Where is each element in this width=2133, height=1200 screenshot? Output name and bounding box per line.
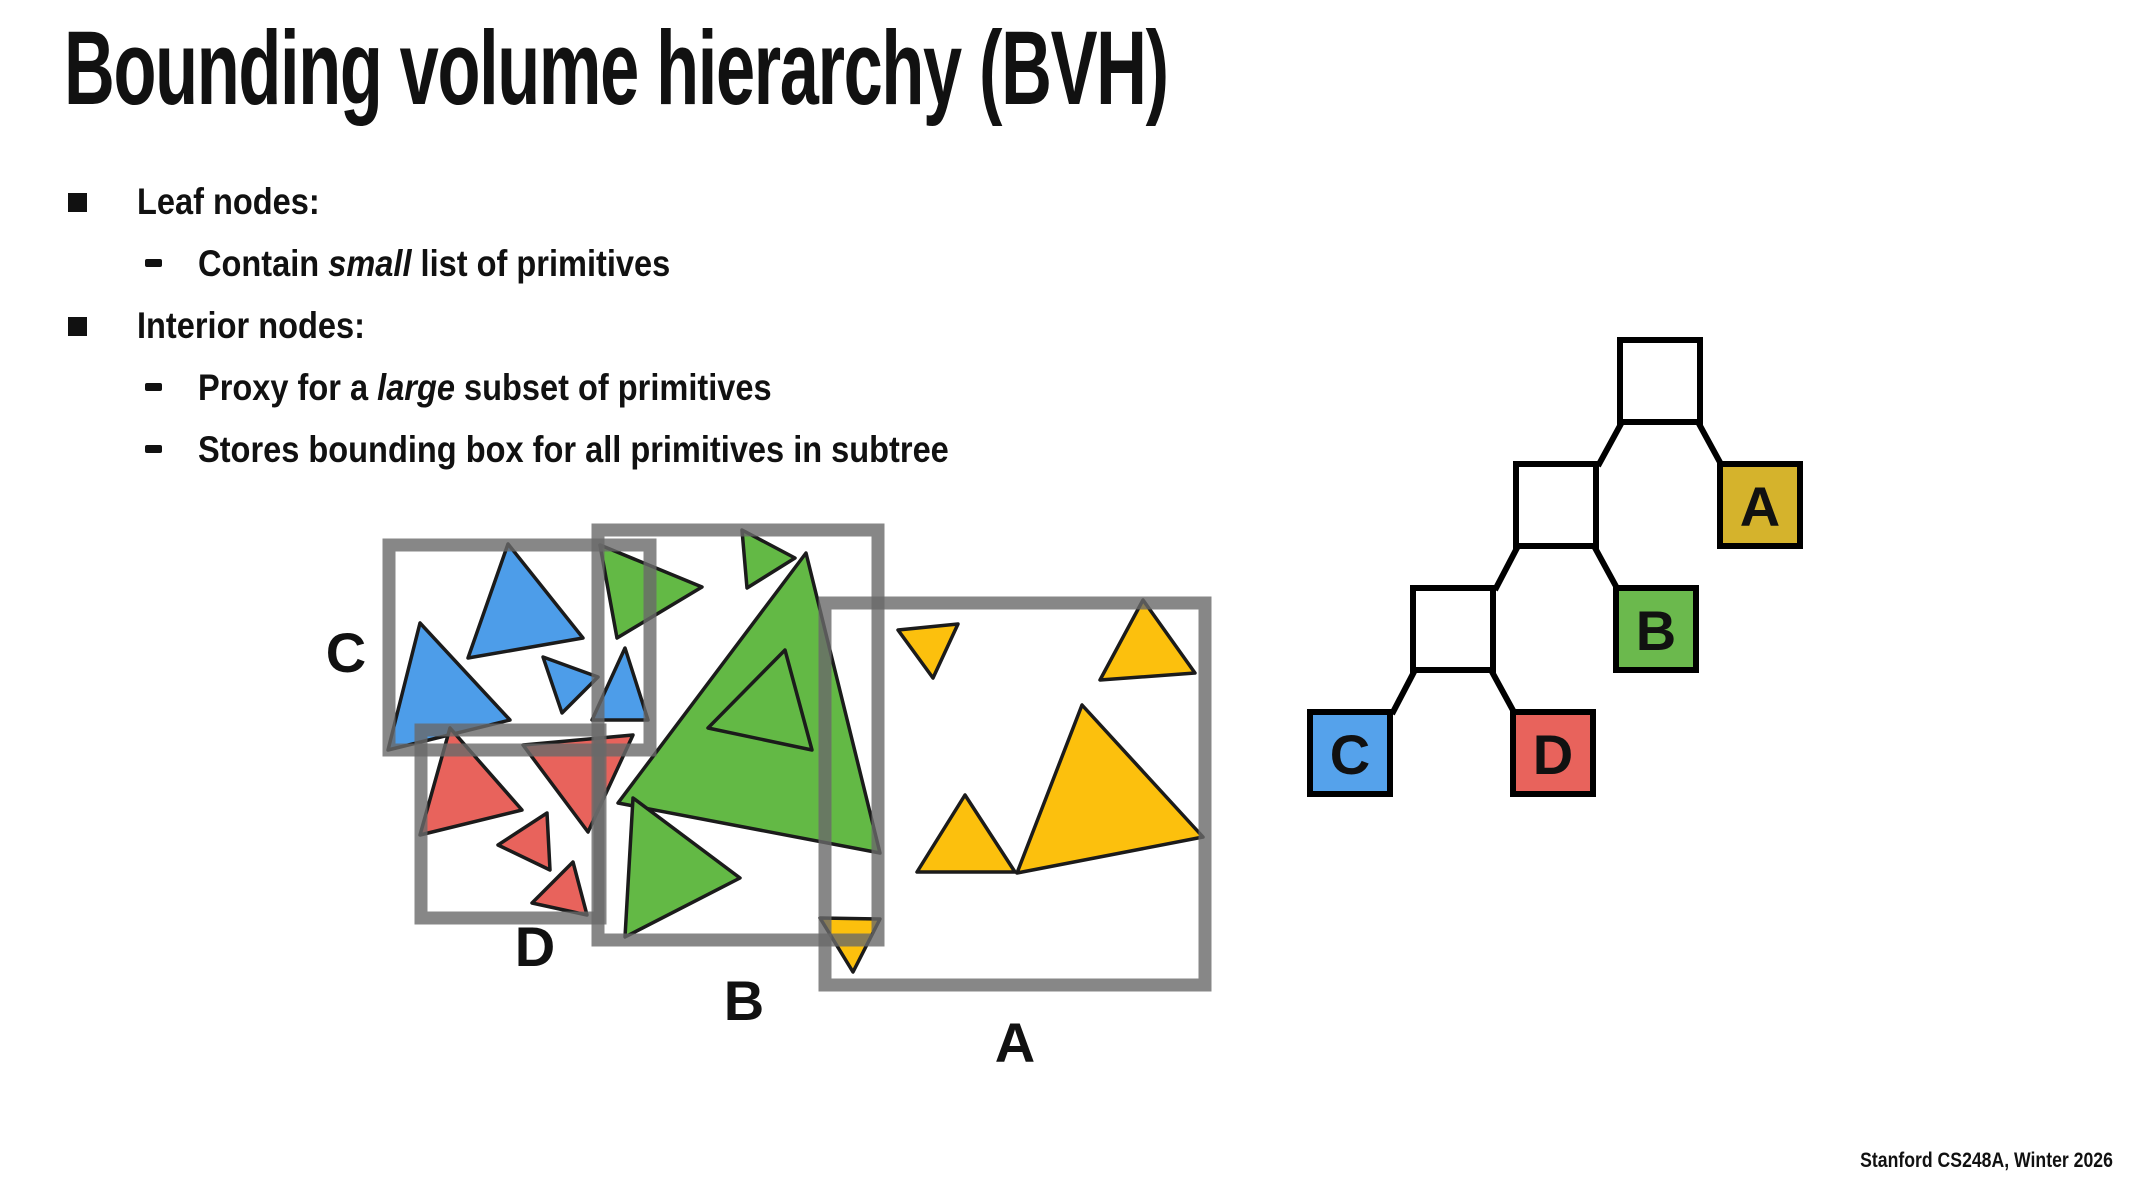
bullet-text: Proxy for a large subset of primitives — [198, 366, 772, 410]
tree-root-node — [1617, 337, 1703, 425]
bullet-text-post: list of primitives — [411, 243, 671, 284]
yellow-triangle — [1098, 598, 1197, 682]
box-labels-group: C D B A — [326, 621, 1035, 1074]
red-triangle — [496, 811, 552, 872]
green-triangle — [740, 528, 797, 590]
green-triangles-group — [598, 528, 882, 939]
dash-bullet-icon — [145, 445, 162, 453]
tree-interior-node — [1410, 585, 1496, 673]
yellow-triangle — [896, 622, 960, 680]
scene-diagram: C D B A — [326, 523, 1212, 1074]
tree-leaf-label-A: A — [1740, 475, 1780, 538]
bullet-text-post: subset of primitives — [454, 367, 772, 408]
tree-leaf-label-D: D — [1533, 723, 1573, 786]
tree-leaf-label-B: B — [1636, 599, 1676, 662]
yellow-triangles-group — [818, 598, 1205, 974]
tree-leaf-label-C: C — [1330, 723, 1370, 786]
bullet-item-proxy-large-subset: Proxy for a large subset of primitives — [145, 366, 850, 410]
box-label-B: B — [724, 969, 764, 1032]
tree-edge — [1488, 668, 1518, 716]
box-label-C: C — [326, 621, 366, 684]
tree-leaf-node-D — [1510, 709, 1596, 797]
tree-leaf-node-C — [1307, 709, 1393, 797]
blue-triangles-group — [386, 542, 650, 752]
tree-interior-node — [1513, 461, 1599, 549]
tree-edge — [1389, 668, 1418, 716]
bounding-box-B — [591, 523, 885, 947]
green-triangle — [623, 796, 742, 939]
yellow-triangle — [915, 793, 1017, 874]
blue-triangle — [590, 646, 650, 722]
blue-triangle — [466, 542, 585, 660]
bullet-text: Stores bounding box for all primitives i… — [198, 428, 949, 472]
bullet-text: Leaf nodes: — [137, 180, 320, 224]
bounding-box-C — [382, 538, 657, 757]
bvh-tree-diagram: A B C D — [1307, 337, 1803, 797]
tree-edges-group — [1389, 420, 1725, 716]
footer-credit: Stanford CS248A, Winter 2026 — [1860, 1149, 2113, 1172]
bullet-item-leaf-nodes: Leaf nodes: — [68, 180, 345, 224]
square-bullet-icon — [68, 193, 87, 212]
tree-leaf-node-B — [1613, 585, 1699, 673]
square-bullet-icon — [68, 317, 87, 336]
red-triangle — [530, 860, 589, 917]
bounding-boxes-group — [382, 523, 1212, 992]
dash-bullet-icon — [145, 259, 162, 267]
box-label-D: D — [515, 915, 555, 978]
slide-title: Bounding volume hierarchy (BVH) — [64, 10, 1169, 127]
bullet-text: Interior nodes: — [137, 304, 365, 348]
tree-edge — [1492, 544, 1521, 592]
bullet-text-pre: Contain — [198, 243, 329, 284]
dash-bullet-icon — [145, 383, 162, 391]
bullet-text-italic: small — [328, 243, 412, 284]
bullet-item-interior-nodes: Interior nodes: — [68, 304, 396, 348]
tree-leaf-node-A — [1717, 461, 1803, 549]
bullet-item-stores-bounding-box: Stores bounding box for all primitives i… — [145, 428, 1051, 472]
box-label-A: A — [995, 1011, 1035, 1074]
tree-leaf-nodes-group: A B C D — [1307, 461, 1803, 797]
tree-interior-nodes-group — [1410, 337, 1703, 673]
bounding-box-A — [818, 596, 1212, 992]
tree-edge — [1695, 420, 1725, 468]
bullet-text-pre: Proxy for a — [198, 367, 378, 408]
tree-edge — [1591, 544, 1621, 592]
bullet-item-contain-small-list: Contain small list of primitives — [145, 242, 735, 286]
tree-edge — [1595, 420, 1625, 468]
green-triangle-inner-outline — [706, 648, 814, 752]
bullet-text-pre: Interior nodes: — [137, 305, 365, 346]
bullet-text-pre: Leaf nodes: — [137, 181, 320, 222]
bullet-text-pre: Stores bounding box for all primitives i… — [198, 429, 949, 470]
blue-triangle — [541, 655, 600, 715]
yellow-triangle — [1015, 703, 1205, 875]
bullet-text-italic: large — [377, 367, 455, 408]
bullet-text: Contain small list of primitives — [198, 242, 670, 286]
